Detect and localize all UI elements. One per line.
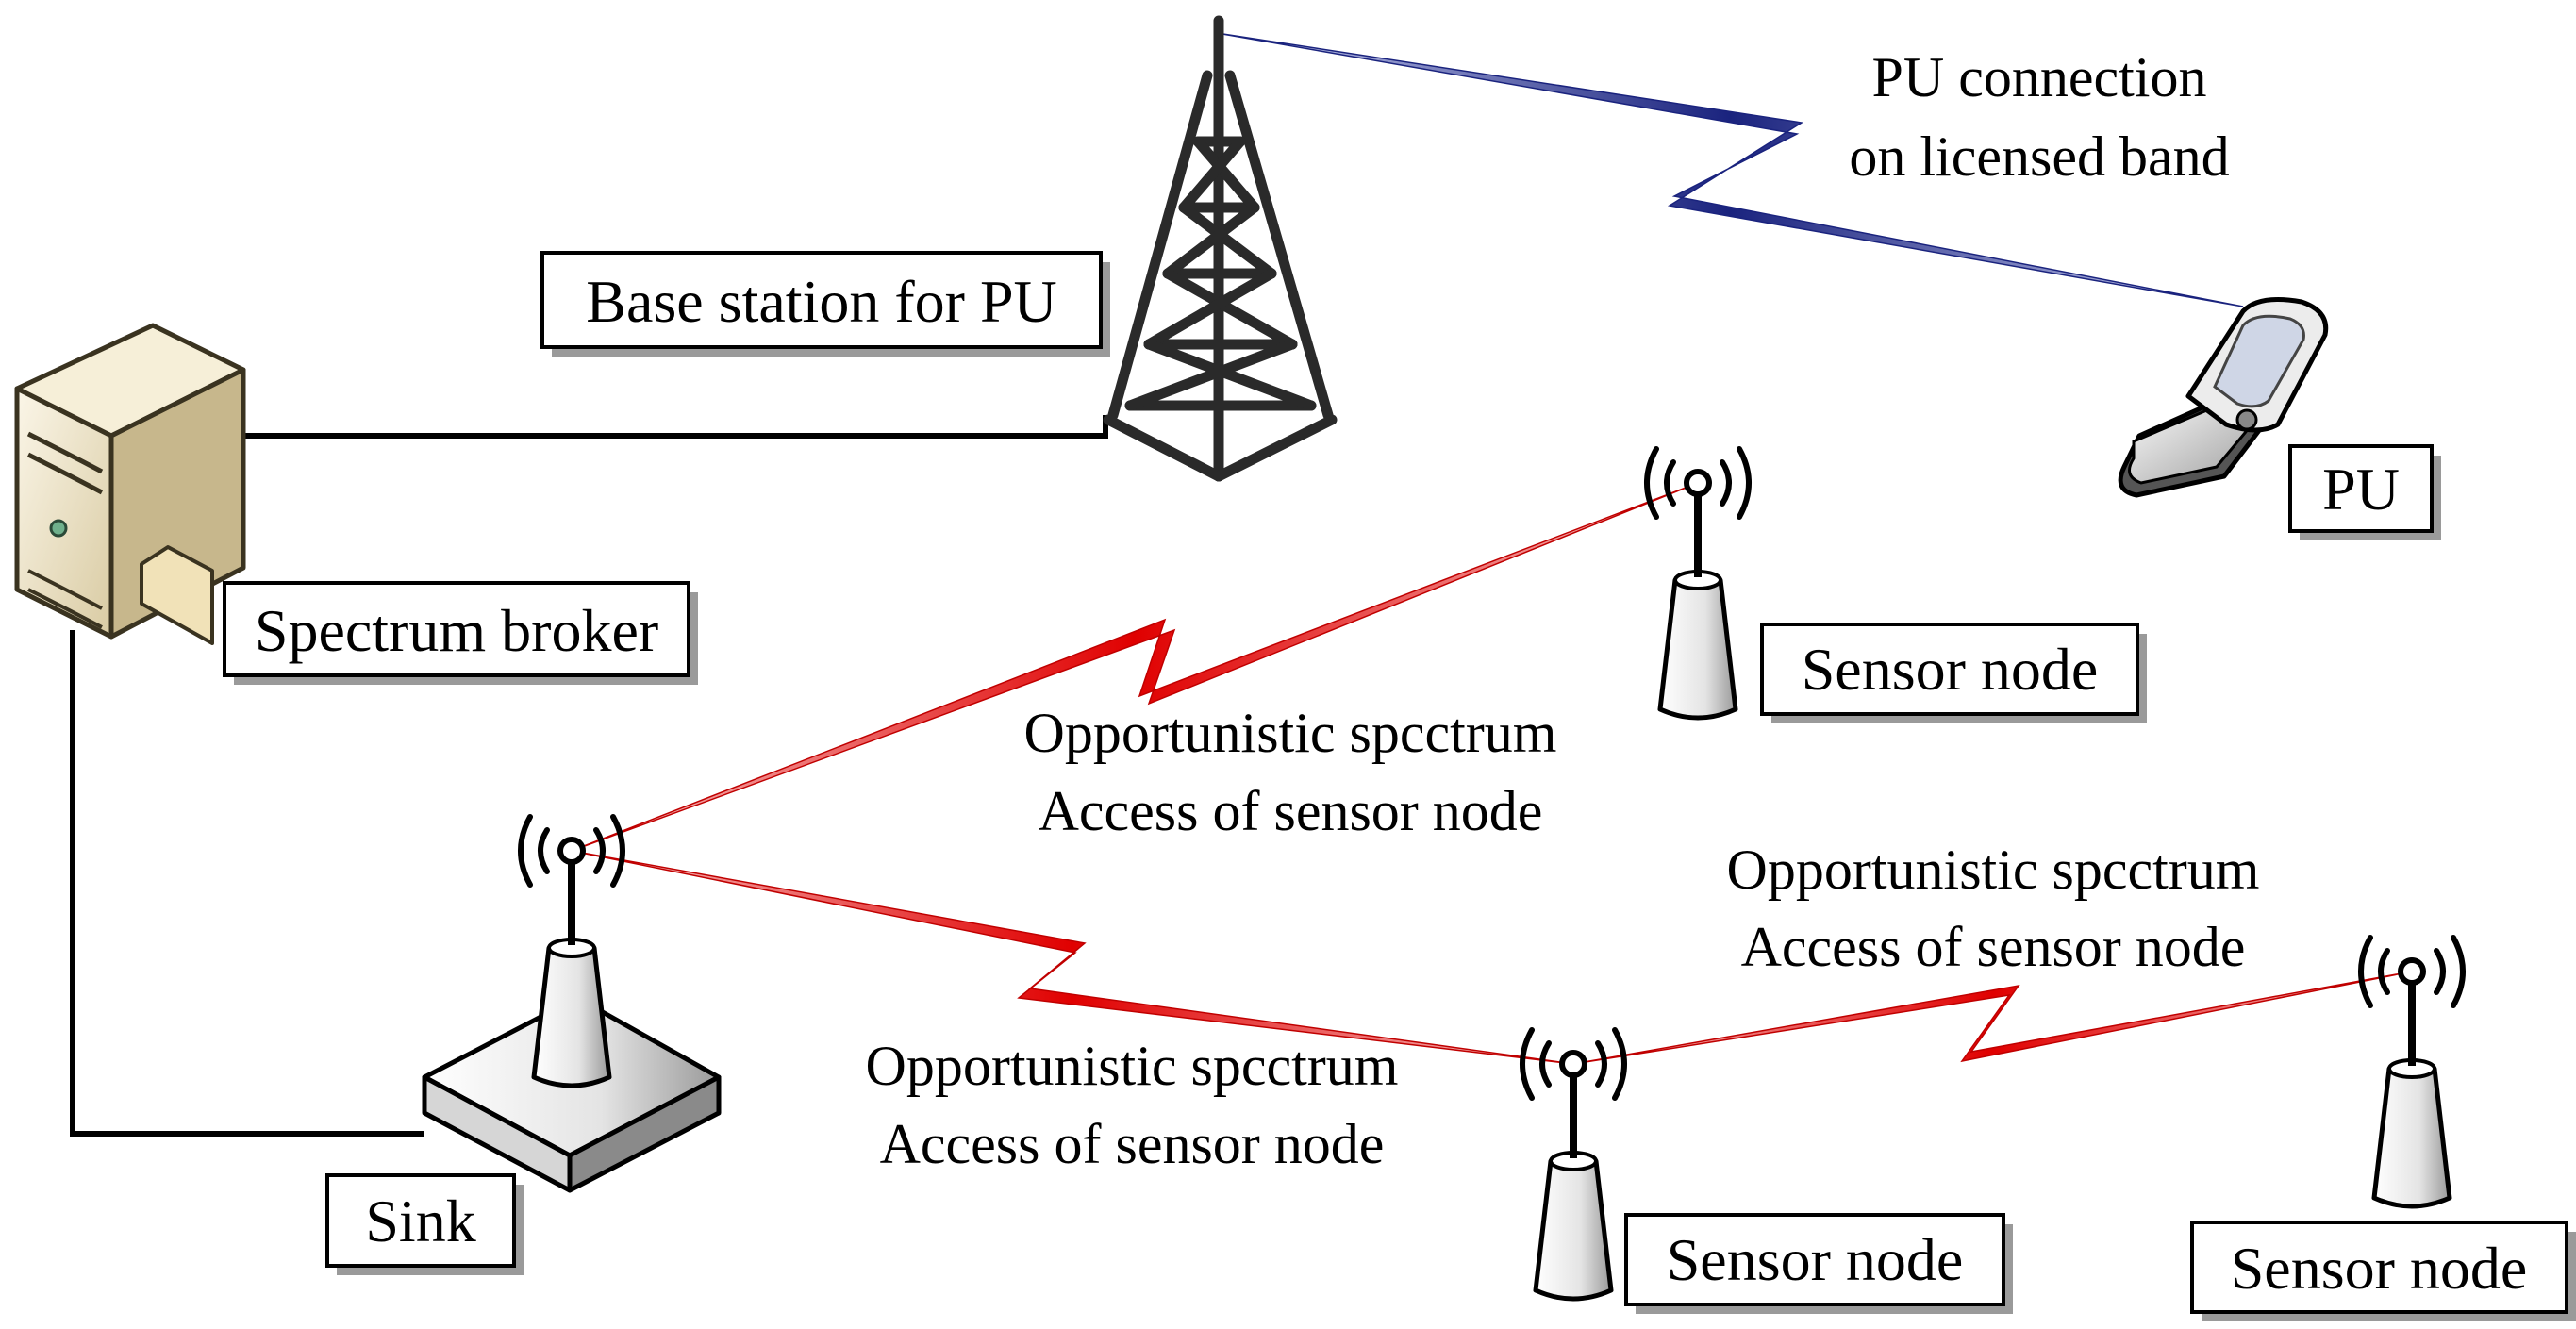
label-spectrum-broker-text: Spectrum broker [255, 597, 658, 664]
antenna-icon [1520, 1027, 1627, 1302]
caption-osa-3: Opportunistic spcctrum Access of sensor … [866, 1035, 1399, 1175]
label-sensor-node-2: Sensor node [1624, 1213, 2013, 1314]
pu-link [1216, 32, 2244, 307]
caption-osa-1-line1: Opportunistic spcctrum [1024, 702, 1557, 764]
flip-phone-icon [2118, 297, 2329, 498]
caption-osa-2: Opportunistic spcctrum Access of sensor … [1727, 839, 2260, 978]
label-pu: PU [2288, 444, 2441, 540]
server-icon [14, 323, 246, 645]
sink-antenna-icon [518, 814, 625, 1088]
label-spectrum-broker: Spectrum broker [223, 581, 698, 685]
caption-pu-connection-line1: PU connection [1872, 46, 2207, 108]
caption-pu-connection-line2: on licensed band [1849, 125, 2229, 188]
caption-osa-1-line2: Access of sensor node [1039, 780, 1543, 842]
caption-osa-2-line1: Opportunistic spcctrum [1727, 839, 2260, 901]
label-pu-text: PU [2322, 456, 2400, 523]
label-sensor-node-3-text: Sensor node [2231, 1235, 2528, 1302]
broker-to-tower-wire [243, 415, 1108, 439]
caption-osa-3-line1: Opportunistic spcctrum [866, 1035, 1399, 1097]
label-sink-text: Sink [365, 1188, 475, 1254]
antenna-icon [2358, 935, 2466, 1209]
label-sensor-node-3: Sensor node [2190, 1221, 2576, 1321]
label-sensor-node-1: Sensor node [1760, 623, 2147, 723]
label-base-station: Base station for PU [540, 251, 1110, 357]
label-sensor-node-1-text: Sensor node [1802, 636, 2099, 703]
folder-icon [140, 545, 214, 645]
antenna-icon [1644, 446, 1752, 721]
caption-osa-3-line2: Access of sensor node [880, 1113, 1385, 1175]
sensor-link-3 [1572, 971, 2413, 1065]
caption-osa-1: Opportunistic spcctrum Access of sensor … [1024, 702, 1557, 842]
caption-osa-2-line2: Access of sensor node [1741, 916, 2246, 978]
label-sensor-node-2-text: Sensor node [1667, 1226, 1964, 1293]
caption-pu-connection: PU connection on licensed band [1849, 46, 2229, 188]
label-sink: Sink [325, 1173, 524, 1275]
radio-tower-icon [1103, 15, 1338, 482]
broker-to-sink-wire [70, 630, 424, 1137]
sensor-link-2 [571, 850, 1574, 1065]
label-base-station-text: Base station for PU [586, 268, 1057, 335]
